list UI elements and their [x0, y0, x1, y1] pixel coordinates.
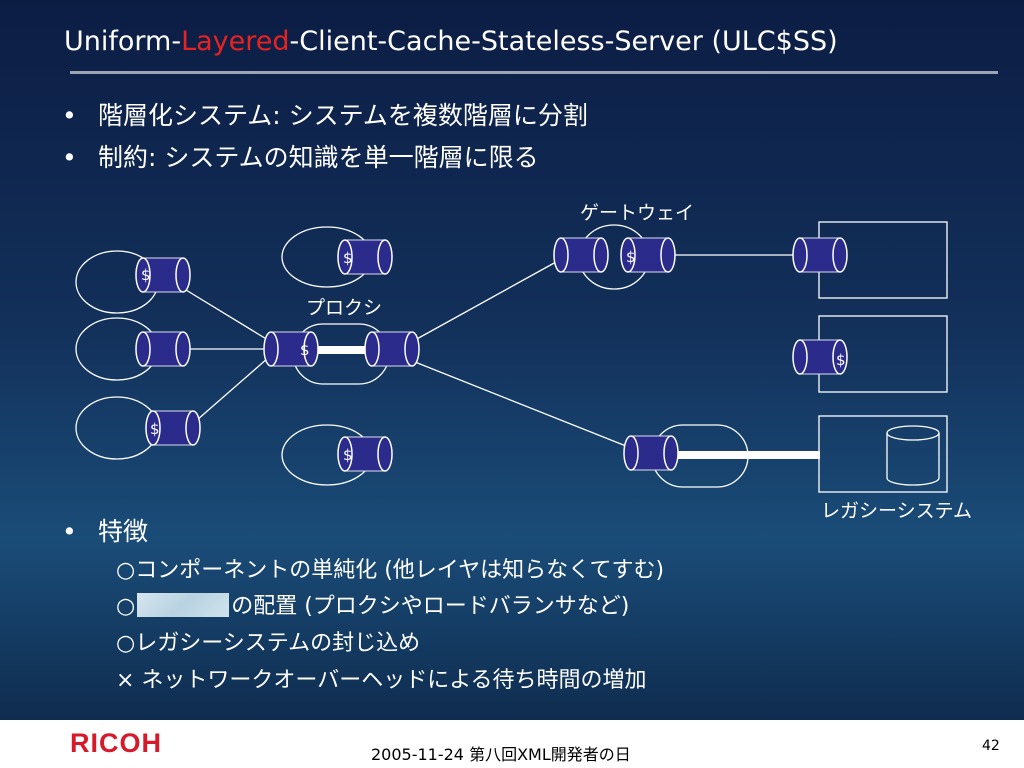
- bullet-features: •特徴: [62, 517, 149, 546]
- slide-title: Uniform-Layered-Client-Cache-Stateless-S…: [64, 26, 838, 57]
- cache-symbol: $: [343, 249, 353, 267]
- gateway-label: ゲートウェイ: [580, 202, 695, 224]
- cache-symbol: $: [836, 351, 846, 369]
- legacy-thick-link: [672, 451, 820, 459]
- connector: [364, 331, 420, 367]
- proxy-thick-link: [312, 346, 370, 354]
- connection-lines: [185, 254, 797, 447]
- title-highlight: Layered: [181, 26, 290, 57]
- legacy-label: レガシーシステム: [821, 500, 973, 522]
- cache-symbol: $: [141, 266, 151, 284]
- footer-bar: [0, 720, 1024, 768]
- feature-placement: ○の配置 (プロクシやロードバランサなど): [116, 593, 630, 619]
- cache-symbol: $: [300, 341, 310, 359]
- connector: [792, 237, 848, 273]
- bullet-constraint: •制約: システムの知識を単一階層に限る: [62, 143, 539, 172]
- redacted-word: [137, 593, 230, 617]
- cache-symbol: $: [626, 248, 636, 266]
- page-number: 42: [982, 738, 1000, 754]
- ricoh-logo: RICOH: [70, 728, 162, 758]
- database-icon: [886, 425, 940, 486]
- legacy-box: [818, 415, 948, 493]
- footer-caption: 2005-11-24 第八回XML開発者の日: [371, 745, 631, 764]
- cache-connector: [263, 331, 319, 367]
- cache-symbol: $: [150, 420, 160, 438]
- cache-symbol: $: [343, 446, 353, 464]
- feature-legacy: ○レガシーシステムの封じ込め: [116, 631, 421, 656]
- bullet-layered-system: •階層化システム: システムを複数階層に分割: [62, 101, 588, 130]
- proxy-label: プロクシ: [306, 297, 383, 319]
- connector: [553, 237, 609, 273]
- connector: [135, 331, 191, 367]
- feature-simplify: ○コンポーネントの単純化 (他レイヤは知らなくてすむ): [116, 558, 665, 583]
- architecture-diagram: $ $ $ $ $ $ $: [135, 237, 948, 493]
- connector: [623, 435, 679, 471]
- title-divider: [70, 71, 998, 74]
- feature-overhead: × ネットワークオーバーヘッドによる待ち時間の増加: [116, 668, 647, 693]
